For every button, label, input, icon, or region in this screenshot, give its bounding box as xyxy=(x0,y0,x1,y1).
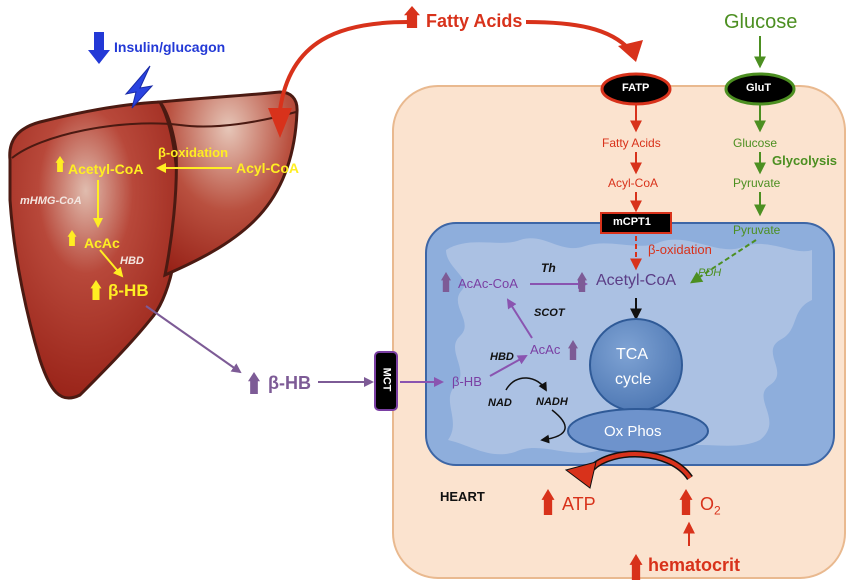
acetyl-coa-up-arrow xyxy=(577,272,587,292)
liver-beta-oxidation-label: β-oxidation xyxy=(158,145,229,160)
liver-acetyl-coa-up-arrow xyxy=(55,156,65,172)
liver-acyl-coa-label: Acyl-CoA xyxy=(236,160,300,176)
heart-pyruvate-label: Pyruvate xyxy=(733,176,781,190)
acac-coa-label: AcAc-CoA xyxy=(458,276,518,291)
pdh-label: PDH xyxy=(698,267,722,279)
fatp-label: FATP xyxy=(622,82,650,94)
o2-up-arrow xyxy=(679,489,693,515)
o2-subscript: 2 xyxy=(714,503,721,518)
heart-acetyl-coa-label: Acetyl-CoA xyxy=(596,272,677,289)
heart-fatty-acids-label: Fatty Acids xyxy=(602,136,661,150)
scot-label: SCOT xyxy=(534,307,565,319)
nad-label: NAD xyxy=(488,397,512,409)
liver-beta-hb-up-arrow xyxy=(90,280,102,300)
heart-label: HEART xyxy=(440,489,485,504)
o2-main: O xyxy=(700,494,715,514)
th-label: Th xyxy=(541,261,556,275)
mito-pyruvate-label: Pyruvate xyxy=(733,223,781,237)
tca-label-line2: cycle xyxy=(615,371,652,388)
mcpt1-transporter xyxy=(600,212,672,234)
mct-transporter xyxy=(374,351,398,411)
insulin-glucagon-label: Insulin/glucagon xyxy=(114,39,226,55)
heart-glucose-label: Glucose xyxy=(733,136,778,150)
heart-acyl-coa-label: Acyl-CoA xyxy=(608,176,659,190)
mito-hbd-label: HBD xyxy=(490,351,514,363)
glut-transporter xyxy=(724,72,796,106)
glucose-top-label: Glucose xyxy=(724,11,798,33)
down-arrow-icon xyxy=(88,32,110,64)
o2-label: O2 xyxy=(700,495,721,517)
mito-acac-label: AcAc xyxy=(530,342,561,357)
acac-coa-up-arrow xyxy=(441,272,451,292)
liver-acac-label: AcAc xyxy=(84,235,120,251)
atp-label: ATP xyxy=(562,494,596,514)
mito-beta-hb-label: β-HB xyxy=(452,374,482,389)
nadh-label: NADH xyxy=(536,396,568,408)
tca-label-line1: TCA xyxy=(616,346,648,363)
heart-beta-oxidation-label: β-oxidation xyxy=(648,242,712,257)
ox-phos-label: Ox Phos xyxy=(604,423,662,440)
circulation-beta-hb-label: β-HB xyxy=(268,373,311,393)
mcpt1-label: mCPT1 xyxy=(613,216,651,228)
fatp-transporter xyxy=(600,72,672,106)
hematocrit-up-arrow xyxy=(629,554,643,580)
mhmg-coa-label: mHMG-CoA xyxy=(20,195,82,207)
glut-label: GluT xyxy=(746,82,772,94)
acac-up-arrow xyxy=(568,340,578,360)
tca-cycle-circle xyxy=(589,318,683,412)
atp-up-arrow xyxy=(541,489,555,515)
liver-left-lobe xyxy=(8,100,181,400)
fatty-acids-top-label: Fatty Acids xyxy=(426,11,523,31)
lightning-bolt-icon xyxy=(124,65,154,109)
glycolysis-label: Glycolysis xyxy=(772,153,838,168)
mct-label: MCT xyxy=(380,367,393,392)
fatty-acids-up-arrow xyxy=(404,6,420,28)
liver-acetyl-coa-label: Acetyl-CoA xyxy=(68,161,144,177)
liver-acac-up-arrow xyxy=(67,230,77,246)
liver-right-lobe xyxy=(157,90,299,278)
circulation-beta-hb-up-arrow xyxy=(248,372,260,394)
liver-hbd-label: HBD xyxy=(120,255,144,267)
hematocrit-label: hematocrit xyxy=(648,555,741,575)
liver-beta-hb-label: β-HB xyxy=(108,281,149,300)
